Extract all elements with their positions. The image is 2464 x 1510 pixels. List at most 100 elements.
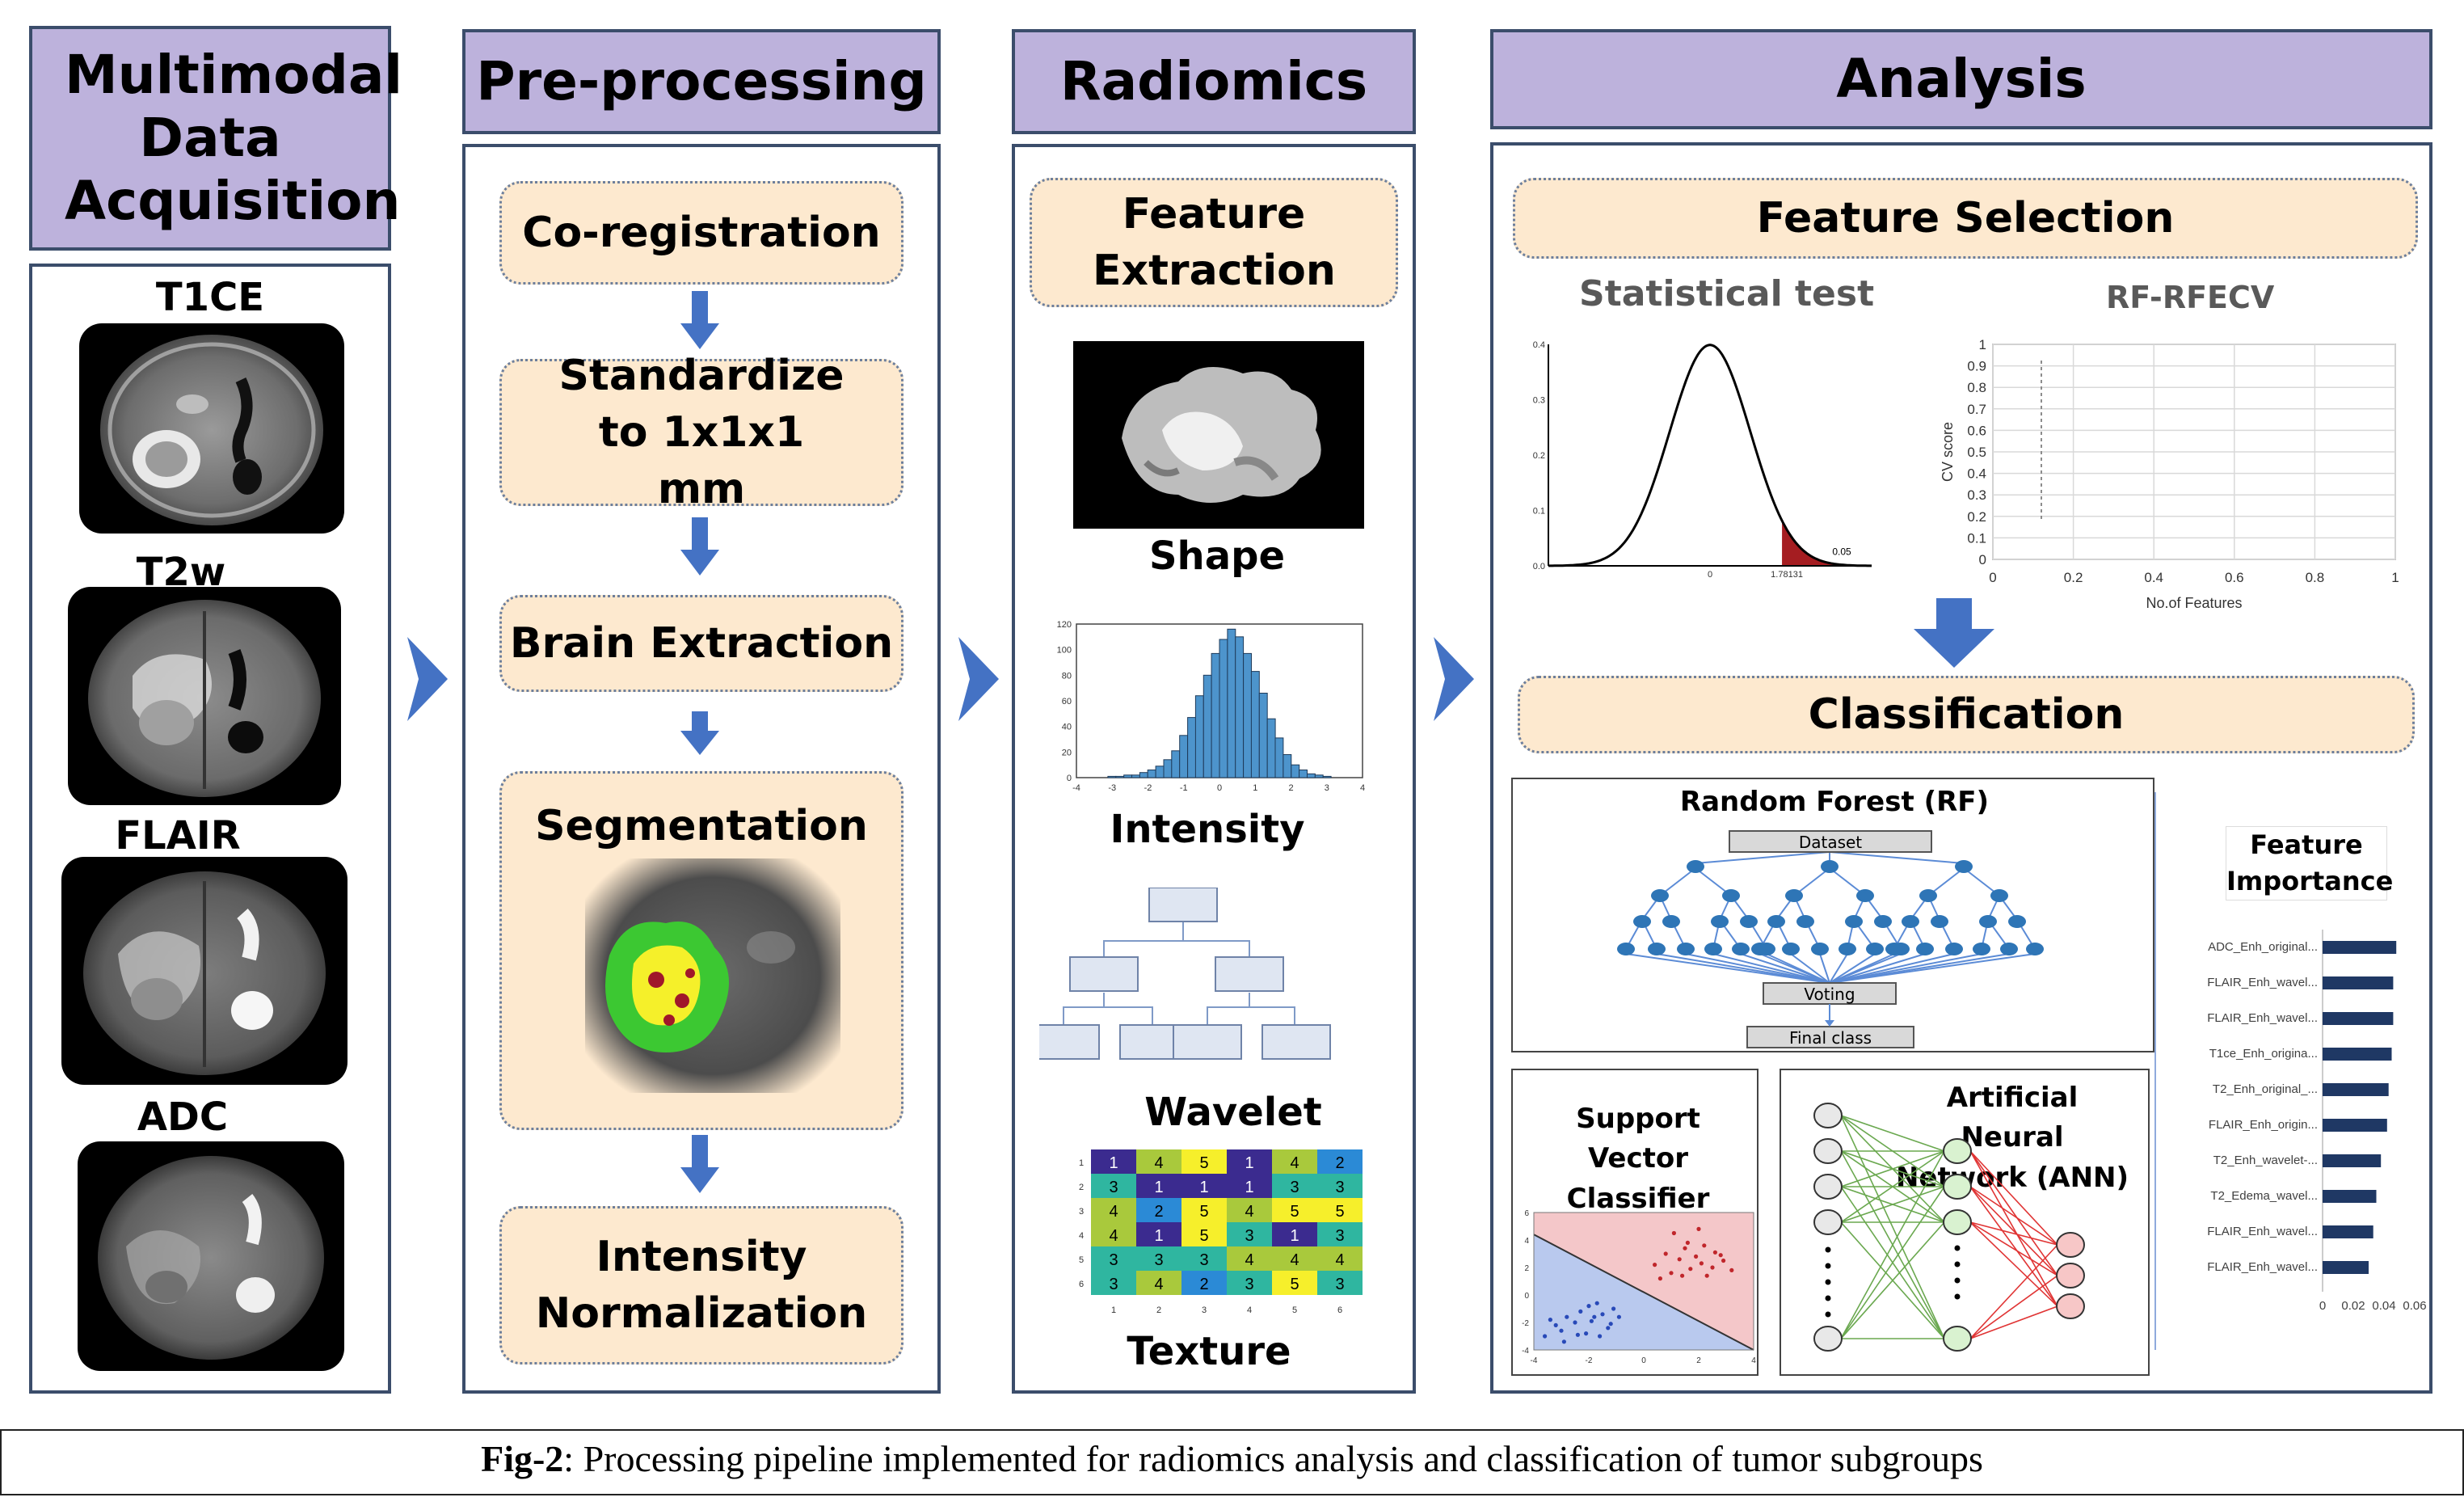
rf-edge: [1829, 851, 1965, 864]
acquisition-header: Multimodal Data Acquisition: [29, 26, 402, 251]
ann-ellipsis-dot: [1825, 1311, 1831, 1318]
caption-figure-number: Fig-2: [481, 1438, 564, 1479]
heatmap-cell-value: 3: [1154, 1251, 1163, 1269]
x-tick-label: -4: [1531, 1356, 1538, 1365]
heatmap-cell: [1181, 1174, 1227, 1198]
scatter-point: [1589, 1318, 1594, 1323]
x-tick-label: 0: [1708, 570, 1712, 579]
y-tick-label: 6: [1524, 1209, 1529, 1218]
arrow-down-icon: [677, 291, 722, 351]
y-tick-label: 20: [1062, 748, 1072, 757]
y-tick-label: 0: [1979, 552, 1986, 567]
ann-edge-hidden-output: [1969, 1186, 2058, 1246]
rf-node: [1732, 943, 1750, 955]
x-tick-label: 4: [1360, 783, 1365, 793]
x-tick-label: 0.2: [2064, 570, 2083, 585]
analysis-header: Analysis: [1490, 29, 2432, 129]
scatter-point: [1699, 1261, 1704, 1266]
feature-name-label: T2_Enh_original_...: [2213, 1082, 2318, 1096]
heatmap-cell-value: 3: [1335, 1179, 1344, 1196]
x-axis-label: No.of Features: [2146, 595, 2242, 611]
heatmap-cell-value: 4: [1245, 1251, 1253, 1269]
histogram-bar: [1291, 764, 1300, 778]
ann-edge-hidden-output: [1969, 1150, 2058, 1276]
heatmap-cell: [1091, 1271, 1136, 1295]
rf-rfecv-label: RF-RFECV: [2106, 280, 2275, 315]
y-tick-label: 0.4: [1533, 340, 1545, 350]
y-tick-label: 100: [1057, 646, 1072, 656]
importance-bar: [2323, 1225, 2373, 1238]
x-tick-label: 1: [2391, 570, 2399, 585]
scatter-point: [1721, 1258, 1726, 1263]
histogram-bar: [1163, 759, 1173, 778]
row-tick-label: 1: [1079, 1158, 1084, 1168]
heatmap-cell-value: 4: [1290, 1154, 1299, 1172]
scatter-point: [1702, 1243, 1707, 1248]
x-tick-label: 0.02: [2341, 1299, 2365, 1313]
heatmap-cell: [1227, 1246, 1272, 1271]
scatter-point: [1565, 1314, 1569, 1319]
y-tick-label: 1: [1979, 337, 1986, 352]
scatter-point: [1578, 1309, 1583, 1314]
y-tick-label: 0.3: [1967, 487, 1986, 503]
feature-label-intensity: Intensity: [1110, 807, 1305, 852]
ann-edge-hidden-output: [1969, 1186, 2058, 1307]
rf-node: [1839, 943, 1856, 955]
y-tick-label: 4: [1524, 1237, 1529, 1246]
ann-edge-hidden-output: [1969, 1305, 2058, 1339]
heatmap-cell: [1317, 1149, 1363, 1174]
histogram-bar: [1123, 774, 1133, 778]
ann-hidden-node: [1943, 1326, 1972, 1352]
ann-edge-input-hidden: [1840, 1115, 1945, 1152]
chevron-right-icon: [401, 631, 454, 728]
histogram-bar: [1147, 770, 1156, 778]
col-tick-label: 4: [1247, 1305, 1252, 1315]
y-tick-label: 80: [1062, 671, 1072, 681]
heatmap-cell-value: 1: [1109, 1154, 1118, 1172]
heatmap-cell: [1091, 1246, 1136, 1271]
x-tick-label: 0: [1641, 1356, 1646, 1365]
rf-edge: [1829, 953, 1926, 984]
histogram-bar: [1211, 652, 1220, 778]
rf-node: [1811, 943, 1829, 955]
rf-node: [1902, 915, 1919, 928]
shape-image: [1073, 341, 1364, 529]
radiomics-header: Radiomics: [1012, 29, 1416, 134]
feature-selection-box: Feature Selection: [1513, 178, 2418, 259]
heatmap-cell: [1272, 1149, 1317, 1174]
svc-panel: Support Vector Classifier (SVC) -4-2024-…: [1511, 1069, 1758, 1376]
svc-decision-boundary: [1533, 1234, 1754, 1351]
feature-name-label: T2_Edema_wavel...: [2210, 1189, 2318, 1203]
mri-t1ce-image: [79, 323, 344, 534]
feature-label-shape: Shape: [1148, 534, 1286, 579]
rf-edge: [1829, 953, 2036, 984]
scatter-point: [1729, 1267, 1734, 1272]
heatmap-cell: [1136, 1271, 1181, 1295]
feature-name-label: FLAIR_Enh_wavel...: [2207, 1260, 2318, 1274]
feature-selection-label: Feature Selection: [1756, 193, 2175, 243]
chevron-right-icon: [952, 631, 1005, 728]
importance-bar: [2323, 1012, 2394, 1025]
rf-node: [1919, 889, 1937, 902]
rf-dataset-label: Dataset: [1798, 833, 1863, 852]
heatmap-cell: [1091, 1222, 1136, 1246]
heatmap-cell-value: 5: [1290, 1203, 1299, 1221]
rf-node: [1687, 860, 1704, 873]
importance-bar: [2323, 1190, 2377, 1203]
heatmap-cell: [1317, 1174, 1363, 1198]
heatmap-cell-value: 4: [1109, 1227, 1118, 1245]
heatmap-cell-value: 1: [1154, 1227, 1163, 1245]
histogram-bar: [1243, 652, 1253, 778]
scatter-point: [1704, 1273, 1709, 1278]
heatmap-cell: [1272, 1271, 1317, 1295]
rf-node: [1945, 943, 1963, 955]
y-tick-label: 0.1: [1967, 530, 1986, 546]
row-tick-label: 6: [1079, 1280, 1084, 1289]
ann-edge-input-hidden: [1840, 1115, 1945, 1339]
step-brain-extraction: Brain Extraction: [499, 595, 903, 692]
histogram-bar: [1194, 695, 1204, 778]
x-tick-label: 0.8: [2306, 570, 2325, 585]
